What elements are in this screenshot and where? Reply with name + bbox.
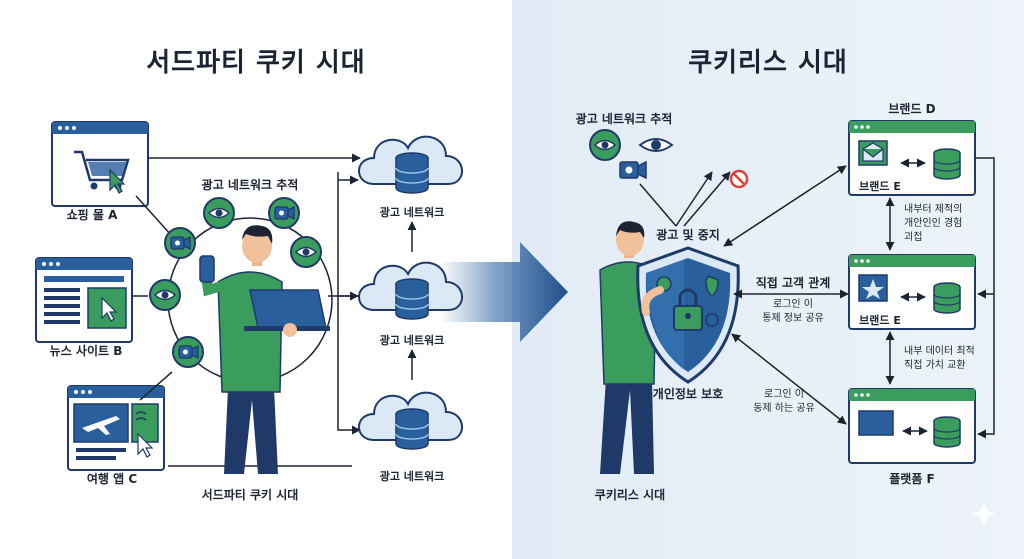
camera-badge <box>268 197 300 229</box>
privacy-label: 개인정보 보호 <box>652 387 724 401</box>
exchange-note-2: 내부 데이터 최적 직접 가치 교환 <box>904 346 975 371</box>
camera-icon <box>619 160 647 180</box>
cursor-icon <box>137 432 154 458</box>
privacy-shield-icon <box>636 246 740 384</box>
block-label: 광고 및 중지 <box>656 228 720 242</box>
database-icon <box>933 148 961 180</box>
database-icon <box>933 282 961 314</box>
login-share-1: 로그인 이 통제 정보 공유 <box>762 299 824 324</box>
travel-site-window <box>67 385 165 471</box>
brand-e-label: 브랜드 E <box>859 314 901 327</box>
cursor-icon <box>109 168 126 194</box>
transition-arrow <box>440 242 568 342</box>
check-shield-icon <box>705 275 719 297</box>
blocked-icon <box>729 169 749 189</box>
eye-icon <box>638 138 674 152</box>
platform-f-card <box>848 388 976 464</box>
brand-e-card <box>848 254 976 330</box>
exchange-note-1: 내부터 제적의 개안인인 경험 괴접 <box>904 204 963 243</box>
database-icon <box>933 416 961 448</box>
eye-badge <box>589 129 621 161</box>
site-b-label: 뉴스 사이트 B <box>49 344 123 358</box>
site-c-label: 여행 앱 C <box>86 472 138 486</box>
platform-f-header: 플랫폼 F <box>889 472 935 486</box>
eye-badge <box>290 236 322 268</box>
brand-d-card <box>848 120 976 196</box>
network-label-3: 광고 네트워크 <box>379 470 445 483</box>
left-person-caption: 서드파티 쿠키 시대 <box>201 488 299 502</box>
direct-relation-label: 직접 고객 관계 <box>755 276 831 290</box>
smartphone-icon <box>199 255 215 283</box>
left-title: 서드파티 쿠키 시대 <box>146 48 366 78</box>
right-person-caption: 쿠키리스 시대 <box>594 488 666 502</box>
left-tracking-label: 광고 네트워크 추적 <box>201 178 299 192</box>
cursor-icon <box>101 296 118 322</box>
star-icon <box>862 279 884 299</box>
cart-icon <box>74 150 130 182</box>
eye-badge <box>203 197 235 229</box>
camera-badge <box>172 336 204 368</box>
laptop-icon <box>249 289 327 329</box>
right-tracking-label: 광고 네트워크 추적 <box>575 112 673 126</box>
user-person-left <box>199 225 330 474</box>
shopping-site-window <box>51 121 149 207</box>
airplane-icon <box>82 416 120 435</box>
camera-badge <box>164 227 196 259</box>
brand-d-label: 브랜드 E <box>859 180 901 193</box>
news-site-window <box>35 257 133 343</box>
login-share-2: 로그인 이 동제 하는 공유 <box>753 389 815 414</box>
brand-d-header: 브랜드 D <box>888 102 936 116</box>
network-label-1: 광고 네트워크 <box>379 206 445 219</box>
site-a-label: 쇼핑 몰 A <box>66 208 118 222</box>
sparkle-icon <box>972 502 996 526</box>
envelope-icon <box>862 142 884 162</box>
eye-badge <box>149 279 181 311</box>
network-label-2: 광고 네트워크 <box>379 334 445 347</box>
right-title: 쿠키리스 시대 <box>688 48 848 78</box>
